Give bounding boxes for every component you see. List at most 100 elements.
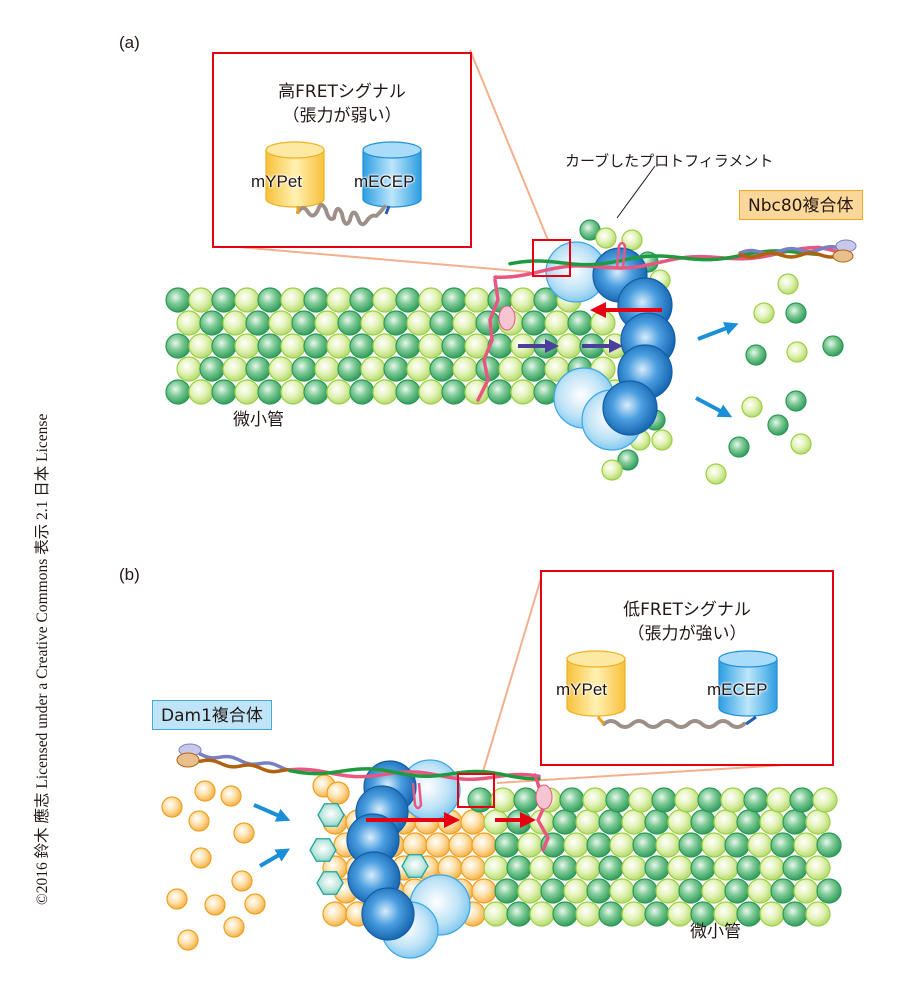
tubulin-subunit (513, 787, 539, 813)
tubulin-subunit (257, 379, 283, 405)
linker-strand-green (508, 249, 821, 267)
tubulin-subunit (816, 878, 842, 904)
tubulin-subunit (678, 878, 704, 904)
dam1-subunit (317, 803, 345, 827)
tubulin-subunit (793, 878, 819, 904)
dam1-subunit (401, 854, 429, 878)
dam1-subunits-b (309, 803, 429, 895)
tubulin-subunit (770, 832, 796, 858)
tubulin-subunit (759, 901, 785, 927)
tubulin-subunit (222, 356, 248, 382)
tubulin-subunit (766, 787, 792, 813)
tubulin-subunit (257, 287, 283, 313)
linker-strand-brown (198, 758, 301, 775)
tubulin-subunit (291, 310, 317, 336)
curved-protofilament-subunit (651, 429, 673, 451)
ring-subunit-front (602, 380, 658, 436)
tubulin-subunit (674, 787, 700, 813)
tubulin-subunit (793, 832, 819, 858)
free-tubulin-dimer (177, 929, 199, 951)
tubulin-subunit (586, 832, 612, 858)
tubulin-subunit (498, 356, 524, 382)
curved-protofilament-subunit (617, 449, 639, 471)
tubulin-subunit (747, 832, 773, 858)
tubulin-subunit (176, 310, 202, 336)
tubulin-subunit (199, 310, 225, 336)
tubulin-subunit (452, 310, 478, 336)
inset-b-title: 低FRETシグナル (623, 600, 751, 620)
tubulin-subunit (644, 901, 670, 927)
tubulin-subunit (360, 356, 386, 382)
ndc80-linker-b (176, 743, 553, 852)
callout-leader-a (616, 165, 656, 219)
tubulin-subunit (575, 809, 601, 835)
tubulin-subunit (720, 787, 746, 813)
tubulin-subunit (743, 787, 769, 813)
tubulin-subunit (452, 356, 478, 382)
tubulin-subunit (395, 287, 421, 313)
curved-protofilament-label: カーブしたプロトフィラメント (565, 152, 774, 170)
tubulin-subunit (280, 287, 306, 313)
tubulin-subunit (165, 333, 191, 359)
tubulin-subunit (372, 287, 398, 313)
tubulin-subunit (303, 287, 329, 313)
mecep-label-b: mECEP (707, 680, 768, 699)
tubulin-subunit (816, 832, 842, 858)
dam1-subunit (309, 838, 337, 862)
linker-spring-b (602, 719, 746, 729)
fret-inset-b: 低FRETシグナル （張力が強い） mYPet mECEP (540, 570, 834, 766)
ndc80-linker-a (476, 239, 857, 402)
tubulin-subunit (697, 787, 723, 813)
tubulin-subunit (199, 356, 225, 382)
tubulin-subunit (188, 287, 214, 313)
tubulin-subunit (609, 832, 635, 858)
free-tubulin-a (705, 273, 844, 485)
free-tubulin-dimer (753, 302, 775, 324)
tubulin-subunit (667, 855, 693, 881)
depolymerize-arrow-a1 (697, 321, 739, 341)
tubulin-subunit (651, 787, 677, 813)
free-tubulin-dimer (741, 396, 763, 418)
tubulin-subunit (667, 809, 693, 835)
tubulin-subunit (598, 809, 624, 835)
tubulin-subunit (402, 832, 428, 858)
ndc80-complex-label: Nbc80複合体 (739, 190, 863, 220)
incoming-tubulin (326, 781, 350, 805)
depolymerize-arrow-a2 (695, 396, 733, 418)
tubulin-subunit (544, 310, 570, 336)
tubulin-subunit (349, 333, 375, 359)
tubulin-subunit (395, 379, 421, 405)
mecep-label-a: mECEP (354, 172, 415, 191)
tubulin-subunit (713, 809, 739, 835)
free-tubulin-dimer (767, 414, 789, 436)
tubulin-subunit (598, 855, 624, 881)
tubulin-subunit (556, 333, 582, 359)
free-tubulin-dimer (785, 390, 807, 412)
free-tubulin-dimer (161, 796, 183, 818)
fret-inset-a: 高FRETシグナル （張力が弱い） mYPet mECEP (212, 52, 472, 248)
tubulin-subunit (349, 379, 375, 405)
tubulin-subunit (540, 878, 566, 904)
tubulin-subunit (628, 787, 654, 813)
tubulin-subunit (188, 333, 214, 359)
tubulin-subunit (759, 809, 785, 835)
tubulin-subunit (529, 901, 555, 927)
fret-sensor-box-b (457, 773, 495, 808)
tubulin-subunit (736, 855, 762, 881)
tubulin-subunit (441, 333, 467, 359)
tubulin-subunit (337, 356, 363, 382)
fret-sensor-diagram-b (566, 650, 778, 729)
linker-strand-green (288, 767, 541, 781)
tubulin-subunit (314, 356, 340, 382)
tubulin-subunit (517, 832, 543, 858)
mypet-label-b: mYPet (556, 680, 608, 699)
linker-spring-a (296, 203, 387, 227)
microtubule-label-b: 微小管 (690, 922, 741, 942)
free-tubulin-dimer (244, 893, 266, 915)
tubulin-subunit (441, 287, 467, 313)
free-tubulin-dimer (204, 894, 226, 916)
tubulin-subunit (789, 787, 815, 813)
tubulin-subunit (517, 878, 543, 904)
tubulin-subunit (222, 310, 248, 336)
